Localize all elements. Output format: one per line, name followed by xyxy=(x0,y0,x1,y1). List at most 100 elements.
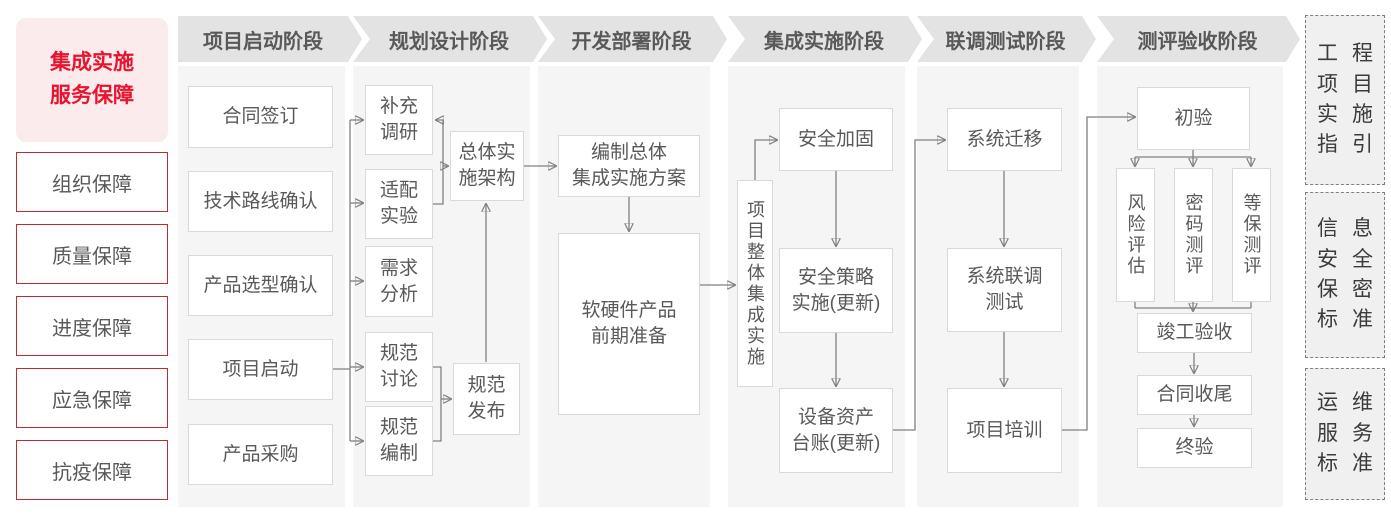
sidebar-item-label: 质量保障 xyxy=(52,245,132,268)
phase-label: 开发部署阶段 xyxy=(571,30,692,53)
standard-operation-service: 运维 服务 标准 xyxy=(1305,368,1385,500)
node-product-preparation: 软硬件产品前期准备 xyxy=(558,233,700,415)
sidebar-item-label: 组织保障 xyxy=(52,173,132,196)
node-spec-release: 规范发布 xyxy=(453,363,520,435)
node-label: 分析 xyxy=(379,283,418,305)
phase-header-planning-design: 规划设计阶段 xyxy=(353,16,547,62)
node-label: 补充 xyxy=(379,96,418,118)
node-label: 实施(更新) xyxy=(791,292,881,314)
node-product-selection-confirm: 产品选型确认 xyxy=(188,255,333,316)
phase-label: 规划设计阶段 xyxy=(389,30,509,53)
node-label: 技术路线确认 xyxy=(203,190,318,212)
node-tech-route-confirm: 技术路线确认 xyxy=(188,171,333,232)
phase-header-evaluation-acceptance: 测评验收阶段 xyxy=(1097,16,1300,62)
node-initial-acceptance: 初验 xyxy=(1137,87,1250,150)
node-spec-discussion: 规范讨论 xyxy=(365,332,433,402)
node-label: 编制总体 xyxy=(590,142,667,164)
node-project-training: 项目培训 xyxy=(947,388,1062,473)
node-security-policy: 安全策略实施(更新) xyxy=(779,248,893,333)
phase-header-integration: 集成实施阶段 xyxy=(728,16,922,62)
node-final-acceptance: 终验 xyxy=(1137,428,1252,468)
phase-label: 测评验收阶段 xyxy=(1137,30,1258,53)
node-label: 规范 xyxy=(467,375,506,397)
node-overall-architecture: 总体实施架构 xyxy=(450,131,524,201)
node-label: 竣工验收 xyxy=(1156,322,1233,344)
standard-line: 运维 xyxy=(1317,391,1387,415)
standard-line: 工程 xyxy=(1317,42,1387,66)
sidebar-item-epidemic: 抗疫保障 xyxy=(16,440,168,500)
node-label: 编制 xyxy=(379,443,418,464)
node-label: 前期准备 xyxy=(590,326,667,347)
node-label: 初验 xyxy=(1174,107,1213,129)
node-label: 讨论 xyxy=(379,369,418,390)
phase-header-project-kickoff: 项目启动阶段 xyxy=(178,16,362,62)
node-label: 密码测评 xyxy=(1183,193,1204,277)
sidebar-item-label: 进度保障 xyxy=(52,317,132,340)
sidebar-item-quality: 质量保障 xyxy=(16,224,168,284)
node-crypto-evaluation: 密码测评 xyxy=(1174,168,1213,302)
node-label: 总体实 xyxy=(458,142,516,164)
sidebar-item-schedule: 进度保障 xyxy=(16,296,168,356)
phase-label: 集成实施阶段 xyxy=(764,30,884,53)
standard-project-implementation-guide: 工程 项目 实施 指引 xyxy=(1305,15,1385,185)
standard-line: 实施 xyxy=(1317,103,1387,126)
node-label: 施架构 xyxy=(458,168,516,189)
standard-line: 项目 xyxy=(1317,72,1387,96)
node-completion-acceptance: 竣工验收 xyxy=(1137,313,1252,353)
phase-label: 联调测试阶段 xyxy=(945,30,1066,53)
node-label: 发布 xyxy=(467,401,506,422)
phase-label: 项目启动阶段 xyxy=(203,30,323,53)
sidebar-item-emergency: 应急保障 xyxy=(16,368,168,428)
node-label: 等保测评 xyxy=(1241,193,1262,277)
node-label: 测试 xyxy=(985,292,1024,313)
node-label: 设备资产 xyxy=(797,406,874,428)
standard-line: 指引 xyxy=(1317,133,1387,157)
node-contract-closure: 合同收尾 xyxy=(1137,375,1252,415)
node-label: 产品采购 xyxy=(222,443,299,465)
node-joint-testing: 系统联调测试 xyxy=(947,248,1062,332)
sidebar-item-label: 抗疫保障 xyxy=(52,461,132,484)
node-label: 合同收尾 xyxy=(1156,384,1233,406)
node-label: 系统联调 xyxy=(966,266,1043,288)
standard-line: 保密 xyxy=(1317,278,1387,301)
node-label: 合同签订 xyxy=(222,106,299,128)
standard-line: 标准 xyxy=(1317,452,1387,476)
node-overall-integration: 项目整体集成实施 xyxy=(737,180,773,387)
phase-header-joint-test: 联调测试阶段 xyxy=(917,16,1096,62)
standard-line: 信息 xyxy=(1317,217,1387,241)
node-label: 项目整体集成实施 xyxy=(745,199,765,368)
standard-line: 服务 xyxy=(1317,421,1387,445)
standard-line: 标准 xyxy=(1317,308,1387,332)
node-risk-assessment: 风险评估 xyxy=(1116,168,1155,302)
node-label: 规范 xyxy=(379,343,418,365)
sidebar-title: 集成实施 服务保障 xyxy=(16,18,168,142)
node-label: 终验 xyxy=(1175,437,1214,459)
node-label: 规范 xyxy=(379,417,418,439)
node-contract-signing: 合同签订 xyxy=(188,86,333,148)
node-label: 项目启动 xyxy=(222,358,299,380)
node-label: 安全加固 xyxy=(797,128,874,150)
node-product-procurement: 产品采购 xyxy=(188,424,333,485)
node-label: 产品选型确认 xyxy=(203,274,318,296)
node-label: 软硬件产品 xyxy=(581,300,677,322)
sidebar-title-line1: 集成实施 xyxy=(50,51,134,75)
node-overall-plan: 编制总体集成实施方案 xyxy=(558,135,700,197)
node-system-migration: 系统迁移 xyxy=(947,108,1062,171)
node-label: 安全策略 xyxy=(797,266,874,288)
sidebar-item-label: 应急保障 xyxy=(52,389,132,412)
node-label: 调研 xyxy=(379,122,418,143)
node-asset-ledger: 设备资产台账(更新) xyxy=(779,388,893,473)
sidebar-item-organization: 组织保障 xyxy=(16,152,168,212)
node-project-kickoff: 项目启动 xyxy=(188,339,333,400)
node-label: 适配 xyxy=(379,180,418,202)
node-security-hardening: 安全加固 xyxy=(779,108,893,171)
node-label: 台账(更新) xyxy=(791,432,881,454)
node-requirement-analysis: 需求分析 xyxy=(365,246,433,317)
node-label: 系统迁移 xyxy=(966,128,1043,150)
standard-line: 安全 xyxy=(1317,247,1387,271)
sidebar-title-line2: 服务保障 xyxy=(50,84,134,107)
node-label: 项目培训 xyxy=(966,419,1043,441)
phase-header-dev-deploy: 开发部署阶段 xyxy=(538,16,727,62)
node-label: 实验 xyxy=(379,206,418,227)
node-label: 风险评估 xyxy=(1125,193,1146,277)
